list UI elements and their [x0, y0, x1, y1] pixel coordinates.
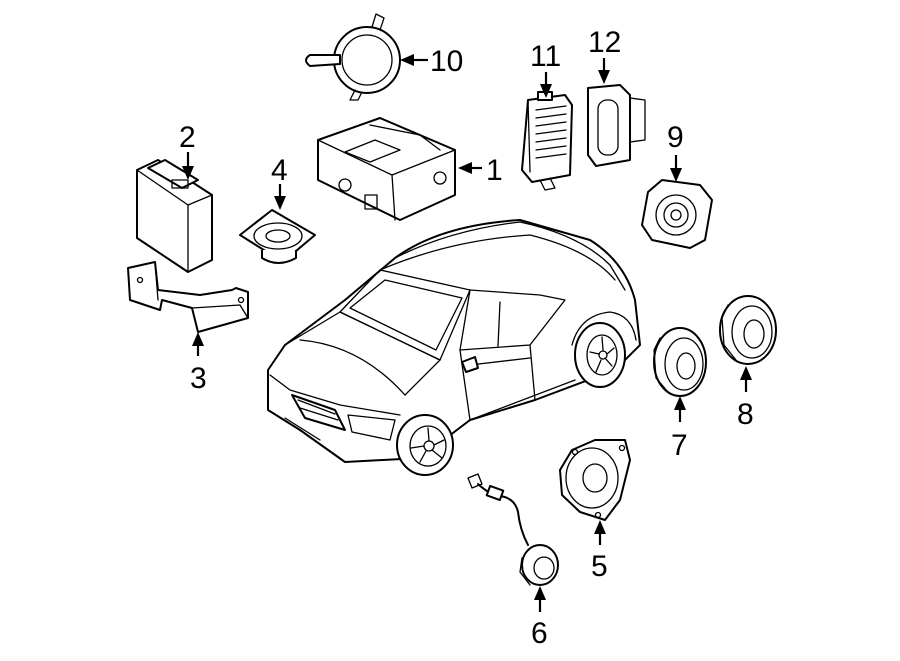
callout-label-7: 7: [671, 429, 688, 462]
callout-label-8: 8: [737, 398, 754, 431]
callout-label-3: 3: [190, 362, 207, 395]
part-12-bracket: [587, 84, 646, 167]
callout-label-2: 2: [179, 121, 196, 154]
callout-arrows: [182, 54, 752, 612]
part-11-control-module: [521, 91, 573, 191]
part-9-tweeter: [641, 179, 713, 249]
part-6-tweeter-with-wire: [467, 473, 559, 586]
callout-label-9: 9: [667, 121, 684, 154]
callout-labels: 1 2 3 4 5 6 7 8 9 10 11 12: [179, 26, 754, 650]
part-5-door-speaker: [559, 439, 631, 521]
part-3-mounting-bracket: [127, 261, 249, 333]
callout-label-1: 1: [486, 154, 503, 187]
callout-label-10: 10: [430, 45, 463, 78]
part-7-round-speaker: [653, 327, 707, 397]
part-4-small-speaker: [239, 209, 316, 264]
part-2-amplifier-box: [136, 159, 213, 273]
callout-label-4: 4: [271, 154, 288, 187]
part-8-round-speaker: [719, 295, 777, 365]
car-illustration: [267, 219, 641, 476]
callout-label-11: 11: [530, 40, 561, 73]
callout-label-12: 12: [588, 26, 621, 59]
part-10-speaker-ring: [305, 13, 401, 101]
part-1-radio-unit: [317, 117, 456, 221]
callout-label-6: 6: [531, 617, 548, 650]
callout-label-5: 5: [591, 550, 608, 583]
